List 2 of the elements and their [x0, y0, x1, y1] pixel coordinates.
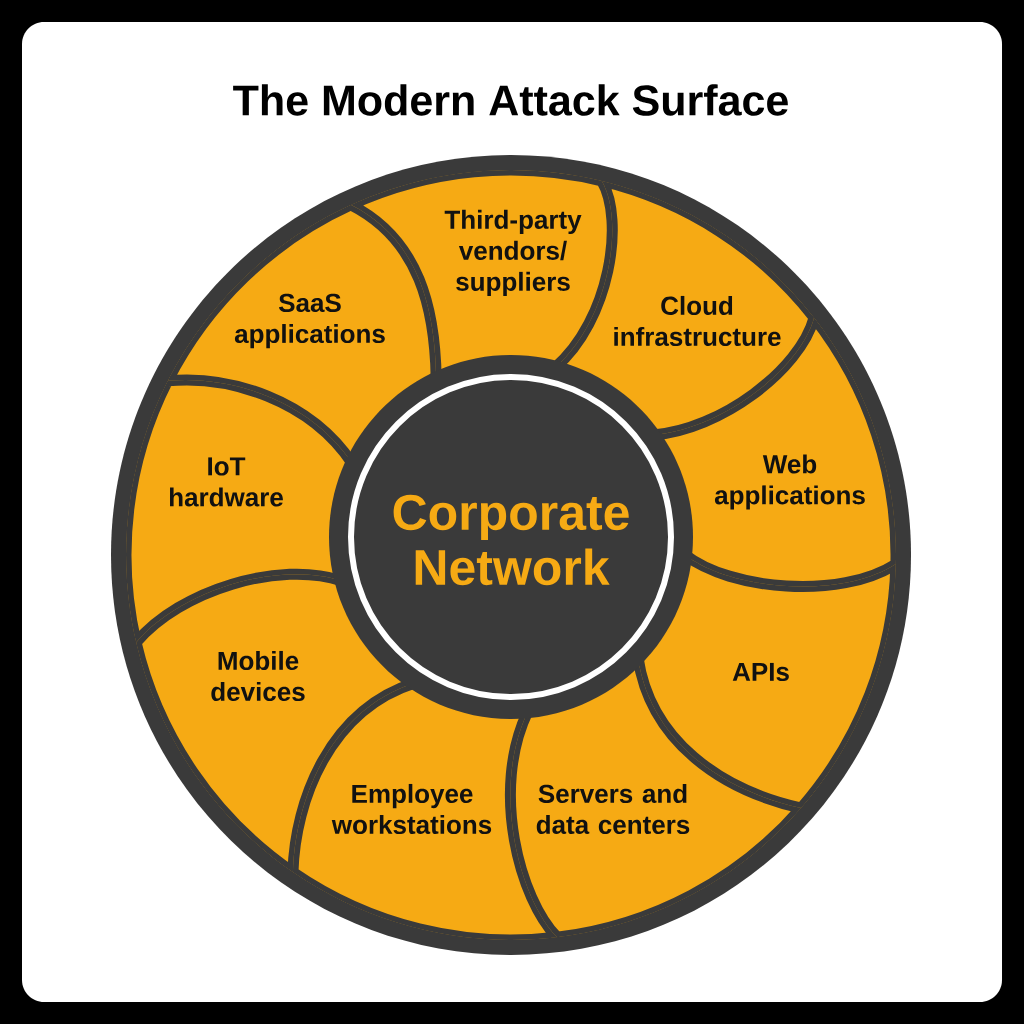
segment: IoT hardware: [126, 380, 353, 643]
title: The Modern Attack Surface: [233, 84, 788, 116]
